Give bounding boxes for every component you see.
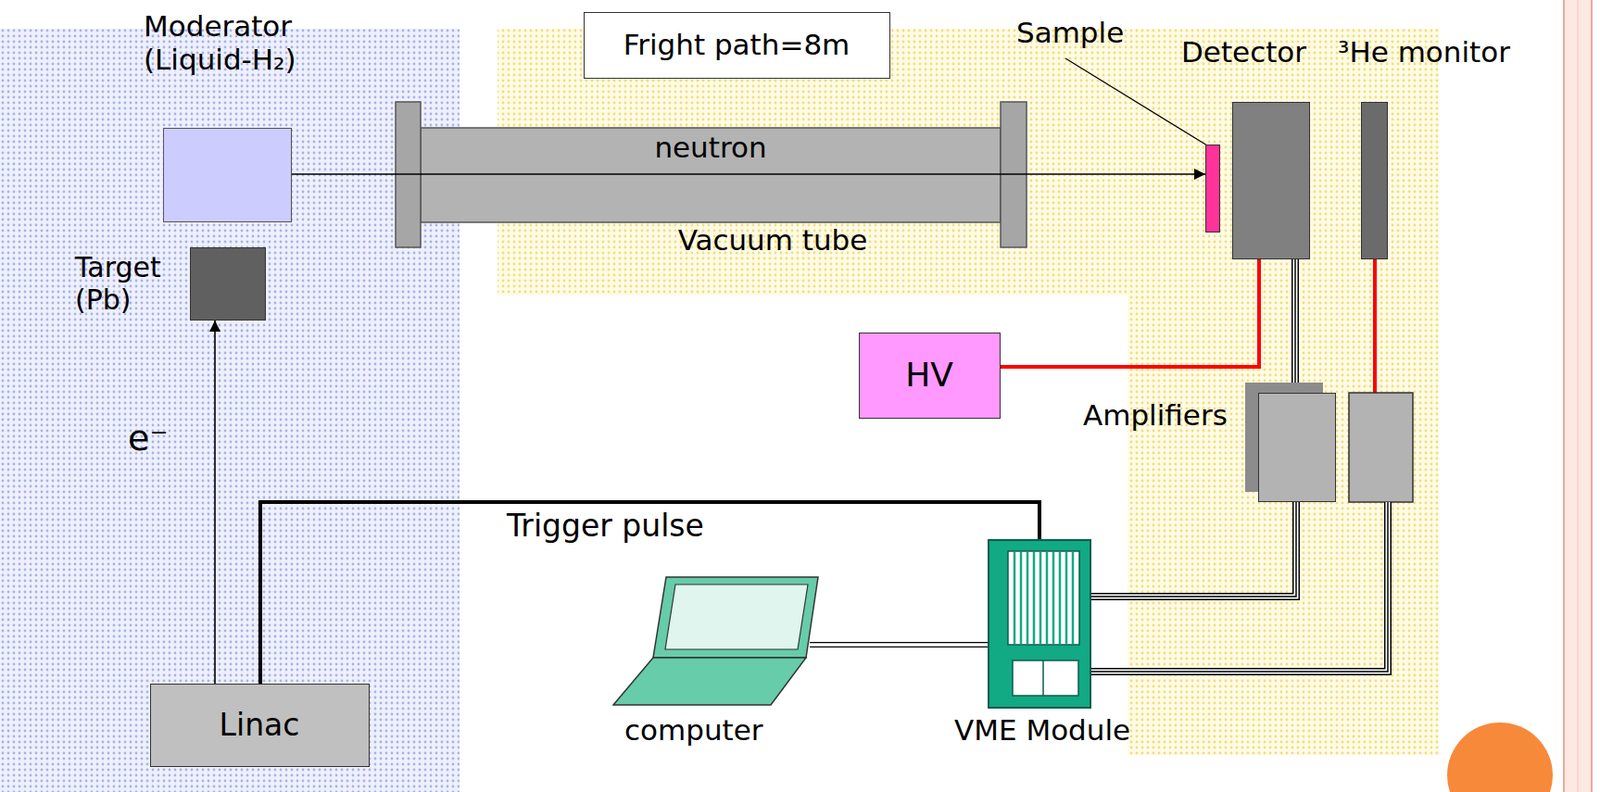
signal-cable (1091, 502, 1297, 597)
data-cable (809, 642, 988, 648)
slide-border-line (1590, 0, 1593, 792)
node-label: ³He monitor (1337, 36, 1511, 70)
node-label: Sample (1016, 16, 1124, 51)
node-label: HV (905, 355, 954, 394)
monitor-amplifier (1348, 392, 1413, 503)
computer: computer (612, 576, 819, 706)
laptop-base (613, 657, 807, 706)
beam-arrow (214, 320, 216, 684)
vacuum-tube-body (420, 127, 1001, 223)
vme-module: VME Module (987, 539, 1092, 709)
vme-slot (1033, 552, 1036, 644)
vme-housing (988, 540, 1091, 708)
slide-decoration-circle (1447, 722, 1553, 792)
cable-inner-line (1293, 259, 1298, 393)
node-label: Moderator (Liquid-H₂) (143, 10, 357, 76)
node-label: computer (624, 714, 764, 748)
vme-slot (1026, 552, 1030, 644)
signal-cable (1091, 502, 1388, 672)
slide-border-line (1562, 0, 1565, 792)
slide-border (1563, 0, 1592, 792)
hv-cable (1000, 259, 1260, 367)
target: Target (Pb) (189, 247, 266, 321)
vacuum-tube: neutronVacuum tube (420, 127, 1001, 223)
linac: Linac (150, 683, 370, 768)
node-label: Linac (219, 707, 301, 744)
edge-label: Trigger pulse (506, 508, 705, 544)
node-label: VME Module (954, 714, 1131, 748)
vme-slot (1045, 552, 1049, 644)
vme-slot (1039, 552, 1043, 644)
vme-slot (1071, 552, 1075, 644)
flight-path-box: Fright path=8m (583, 12, 891, 79)
node-label: Amplifiers (1083, 399, 1228, 433)
vme-controller (1012, 660, 1079, 696)
leader-line (1065, 58, 1208, 146)
beam-arrow (214, 320, 216, 684)
vme-slot-panel (1007, 551, 1080, 645)
vme-slot (1058, 552, 1062, 644)
neutron-beam (291, 173, 1206, 176)
accelerator-area (0, 28, 460, 792)
node-label: Target (Pb) (75, 251, 185, 316)
vme-crate (987, 539, 1092, 709)
signal-cable (1091, 502, 1388, 672)
detector: Detector (1232, 101, 1311, 260)
signal-cable (1091, 502, 1297, 597)
cable-inner-line (809, 642, 988, 647)
node-label: Vacuum tube (420, 224, 1125, 258)
vme-slot (1065, 552, 1069, 644)
vme-slot (1013, 552, 1017, 644)
moderator-box: Moderator (Liquid-H₂) (163, 127, 292, 223)
data-cable (809, 644, 988, 646)
amplifier: Amplifiers (1258, 392, 1336, 503)
signal-cable (1291, 259, 1299, 393)
node-label: Detector (1181, 36, 1307, 70)
laptop-screen (665, 584, 808, 650)
vme-controller-divider (1042, 660, 1045, 696)
hv-supply: HV (858, 332, 1001, 419)
laptop-icon (612, 576, 819, 706)
node-label: neutron (420, 131, 1001, 165)
he3-monitor: ³He monitor (1360, 101, 1388, 260)
signal-cable (1295, 259, 1297, 393)
laptop-lid (653, 577, 819, 658)
cable-inner-line (1091, 502, 1297, 597)
edge-label: e⁻ (127, 418, 168, 460)
node-label: Fright path=8m (623, 28, 851, 63)
trigger-cable (260, 502, 1040, 684)
trigger-cable (260, 502, 1040, 684)
vme-slot (1052, 552, 1056, 644)
monitor-cable (1373, 259, 1377, 393)
cable-inner-line (1091, 502, 1297, 597)
signal-cable (1091, 502, 1388, 672)
neutron-beam (291, 174, 1206, 176)
slide-border-line (1577, 0, 1579, 792)
vme-slot (1020, 552, 1023, 644)
cable-inner-line (1294, 259, 1297, 393)
hv-cable (1000, 259, 1260, 367)
sample: Sample (1205, 144, 1221, 233)
